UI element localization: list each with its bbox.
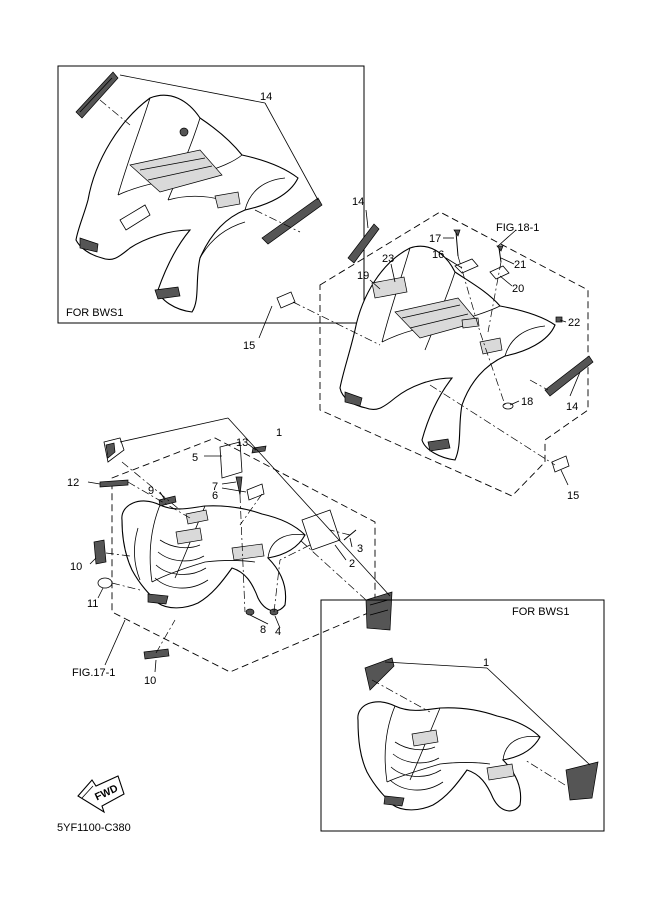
clip-22: [555, 316, 563, 323]
callout-13: 13: [236, 437, 248, 449]
callout-14-right: 14: [566, 401, 578, 413]
front-fender-bws1-drawing: [357, 701, 541, 812]
rivet-7: [235, 476, 243, 496]
sticker-15-left: [276, 291, 296, 309]
diagram-code: 5YF1100-C380: [57, 822, 131, 834]
rear-fender-bws1-panel: 14 FOR BWS1: [57, 65, 365, 324]
callout-19: 19: [357, 270, 369, 282]
decal-bws1-right: [565, 761, 599, 801]
callout-23: 23: [382, 253, 394, 265]
callout-10-lower: 10: [144, 675, 156, 687]
rear-fender-bws1-drawing: [75, 94, 299, 313]
front-fender-drawing: [121, 500, 306, 612]
panel-label-front-bws1: FOR BWS1: [512, 606, 569, 618]
decal-1-right: [365, 591, 393, 631]
callout-16: 16: [432, 249, 444, 261]
panel-frame-bws1: [320, 599, 605, 832]
callout-20: 20: [512, 283, 524, 295]
front-fender-assembly: 1 13 5 7 6 12 9 3 2 10 11 8 4 FIG.17-1 1…: [67, 417, 393, 687]
decal-14-left-bws1: [75, 71, 119, 119]
rivet-17: [455, 231, 459, 257]
clip-8: [245, 608, 255, 616]
callout-10-upper: 10: [70, 561, 82, 573]
decal-10-lower: [143, 648, 170, 660]
rivet-21: [498, 247, 502, 263]
callout-22: 22: [568, 317, 580, 329]
decal-12: [99, 479, 129, 488]
callout-15-right: 15: [567, 490, 579, 502]
label-16: [454, 258, 479, 274]
reflector-11: [97, 577, 113, 589]
callout-12: 12: [67, 477, 79, 489]
rear-fender-drawing: [339, 245, 556, 461]
callout-7: 7: [212, 481, 218, 493]
panel-frame: [57, 65, 365, 324]
fwd-arrow-badge: FWD: [77, 775, 125, 814]
callout-15-left: 15: [243, 340, 255, 352]
decal-10-upper: [93, 539, 107, 565]
rear-fender-assembly: 14 23 19 17 16 FIG.18-1 21 20 22 15 18 1…: [243, 196, 594, 502]
decal-14-right: [544, 355, 594, 397]
callout-9: 9: [148, 485, 154, 497]
front-fender-bws1-panel: FOR BWS1 1: [320, 599, 605, 832]
sticker-15-right: [551, 455, 570, 473]
callout-2: 2: [349, 558, 355, 570]
label-6: [246, 483, 265, 501]
callout-17: 17: [429, 233, 441, 245]
callout-14-bws1: 14: [260, 91, 272, 103]
callout-4: 4: [275, 626, 281, 638]
callout-11: 11: [87, 598, 98, 610]
fig-ref-rear: FIG.18-1: [496, 222, 539, 234]
callout-3: 3: [357, 543, 363, 555]
fig-ref-front: FIG.17-1: [72, 667, 115, 679]
callout-21: 21: [514, 259, 526, 271]
callout-6: 6: [212, 490, 218, 502]
panel-label-rear-bws1: FOR BWS1: [66, 307, 123, 319]
callout-5: 5: [192, 452, 198, 464]
label-2: [301, 509, 341, 551]
callout-14-left: 14: [352, 196, 364, 208]
label-1-tag-bws1: [364, 657, 395, 691]
callout-1-bws1: 1: [483, 657, 489, 669]
callout-8: 8: [260, 624, 266, 636]
label-1-tag: [103, 437, 125, 463]
decal-14-left: [347, 223, 380, 264]
decal-14-right-bws1: [261, 197, 323, 245]
callout-1-front: 1: [276, 427, 282, 439]
grommet-18: [502, 402, 514, 410]
label-5: [219, 441, 243, 479]
callout-18: 18: [521, 396, 533, 408]
item-9: [158, 495, 177, 507]
label-20: [489, 265, 510, 280]
